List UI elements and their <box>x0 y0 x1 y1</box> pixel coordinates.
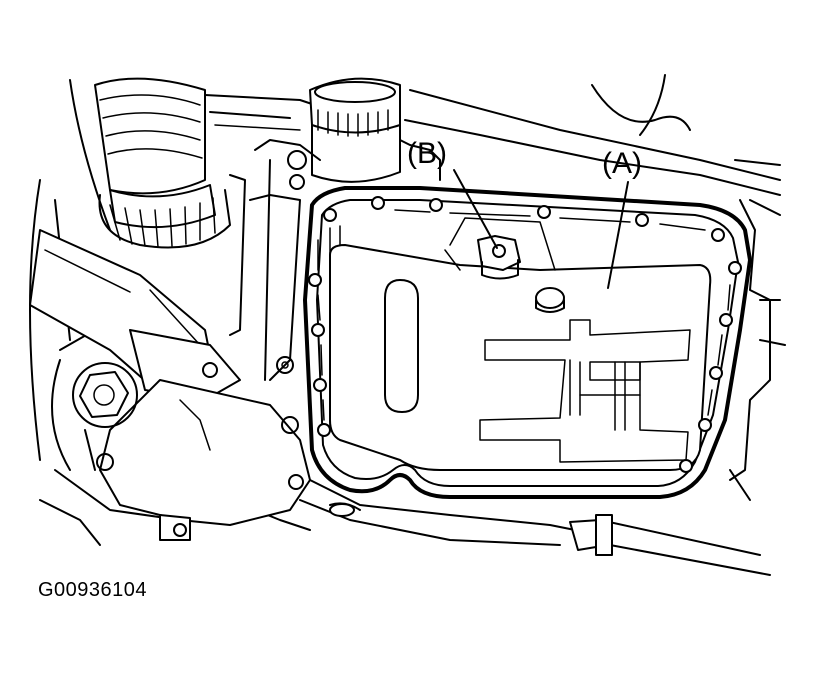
callout-b-label: (B) <box>407 137 447 170</box>
transmission-case <box>29 74 786 576</box>
radiator-hose <box>94 77 231 249</box>
callout-b: (B) <box>407 137 498 249</box>
pan-bolts <box>308 196 742 473</box>
hex-bolt <box>72 362 138 428</box>
figure-code: G00936104 <box>38 579 148 601</box>
filter-housing <box>309 77 441 183</box>
cooler-pipe <box>29 229 311 541</box>
callout-b-leader <box>453 169 498 249</box>
drain-plug <box>477 235 521 280</box>
callout-a-leader <box>607 181 629 289</box>
oil-pan <box>303 186 752 499</box>
bracket-fitting <box>329 502 613 556</box>
callout-a-label: (A) <box>602 147 642 180</box>
callout-a: (A) <box>602 147 642 289</box>
